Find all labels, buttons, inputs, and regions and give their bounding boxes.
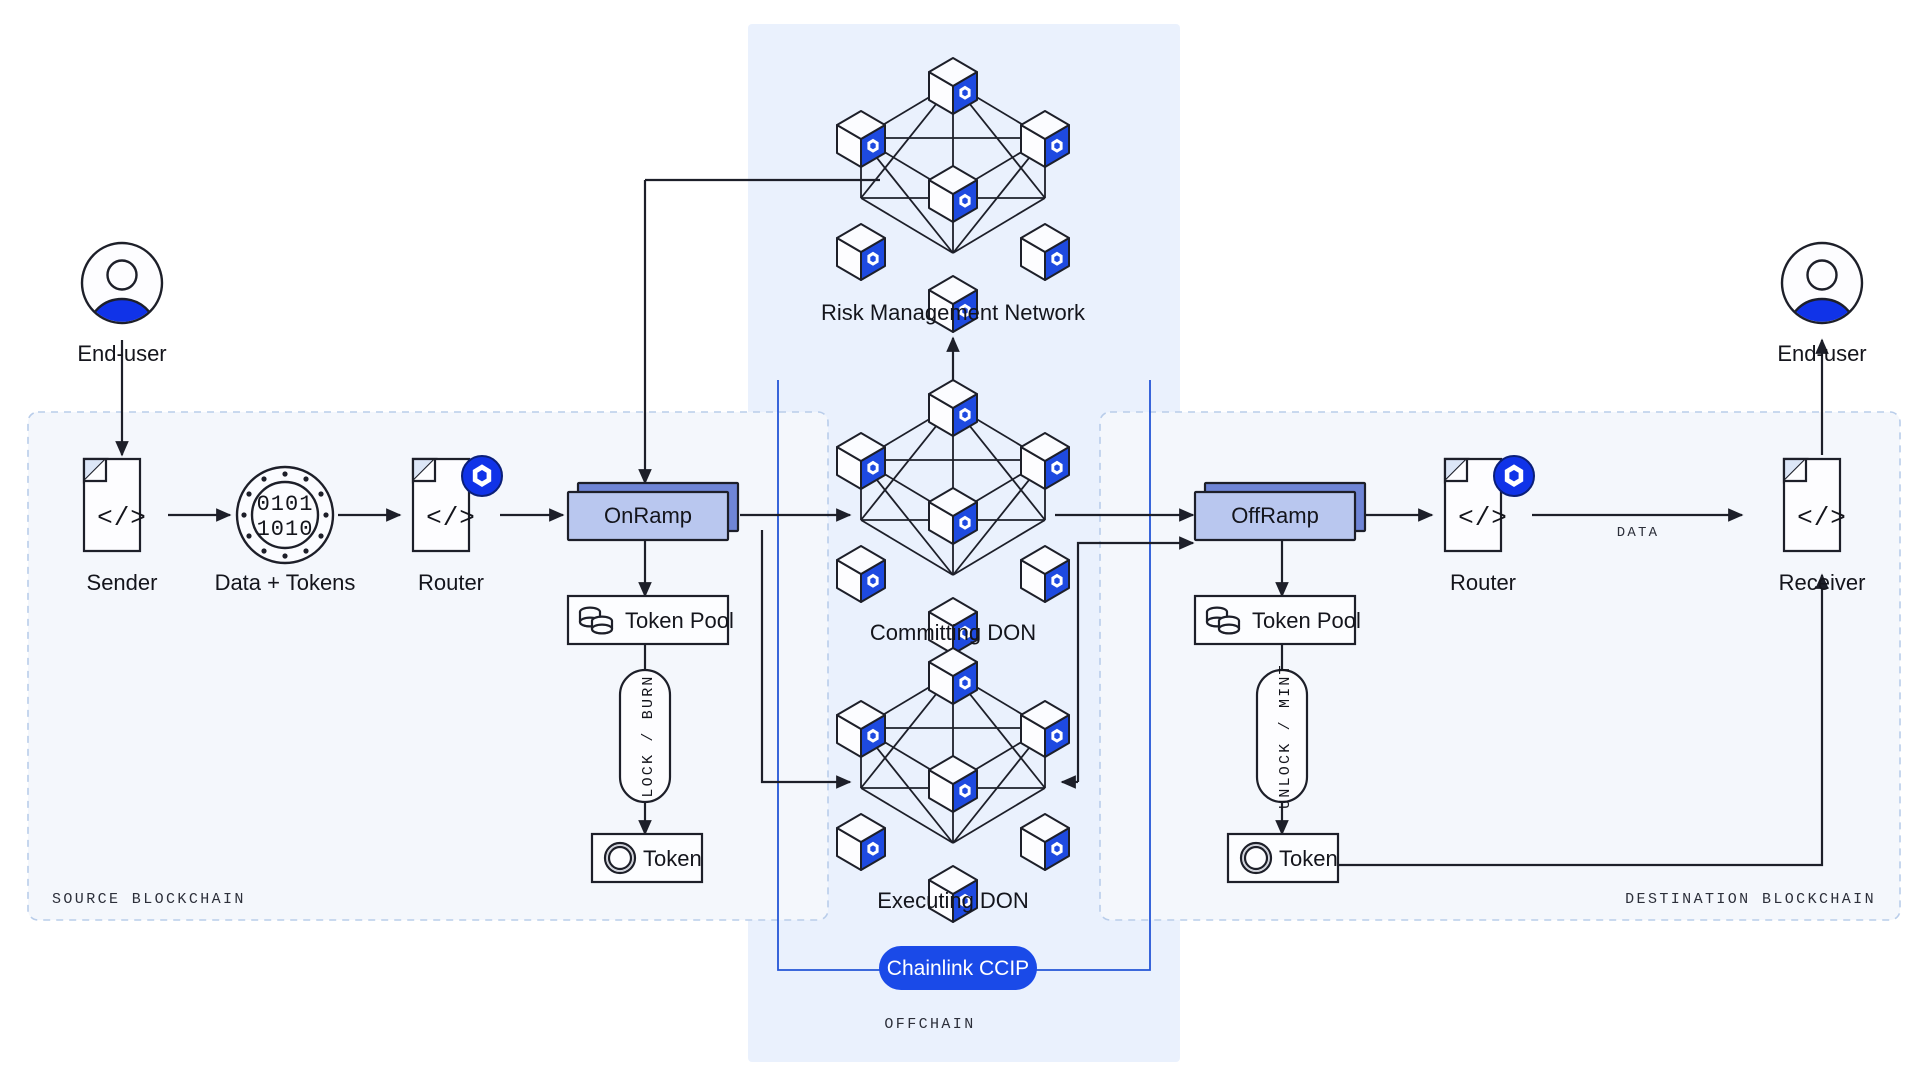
- data-tokens-node: 0101 1010 Data + Tokens: [215, 465, 356, 595]
- destination-blockchain-label: DESTINATION BLOCKCHAIN: [1625, 891, 1876, 908]
- lock-burn-pipe: LOCK / BURN: [618, 668, 672, 804]
- lock-burn-label: LOCK / BURN: [640, 674, 657, 797]
- router-right-glyph: </>: [1458, 503, 1508, 533]
- router-right-label: Router: [1450, 570, 1516, 595]
- offchain-zone: OFFCHAIN: [748, 24, 1180, 1062]
- data-tokens-binary-line1: 0101: [257, 492, 314, 517]
- end-user-left-label: End-user: [77, 341, 166, 366]
- token-right-label: Token: [1279, 846, 1338, 871]
- chainlink-ccip-label: Chainlink CCIP: [887, 957, 1029, 980]
- connector-wires: [115, 178, 1829, 867]
- user-avatar-icon: [82, 243, 162, 329]
- end-user-right: End-user: [1777, 243, 1867, 366]
- offramp-node[interactable]: OffRamp: [1193, 481, 1367, 542]
- code-document-icon: [82, 457, 142, 553]
- token-right-node: Token: [1226, 832, 1340, 884]
- onramp-label: OnRamp: [604, 503, 692, 528]
- receiver-glyph: </>: [1797, 503, 1847, 533]
- end-user-left: End-user: [77, 243, 167, 366]
- end-user-right-label: End-user: [1777, 341, 1866, 366]
- committing-don-node: Committing DON: [837, 380, 1069, 654]
- offramp-label: OffRamp: [1231, 503, 1319, 528]
- code-document-icon: [411, 457, 471, 553]
- token-ring-icon: [603, 841, 637, 875]
- chainlink-hex-icon: [461, 455, 503, 497]
- router-left-label: Router: [418, 570, 484, 595]
- receiver-node: </> Receiver: [1779, 457, 1866, 595]
- wire-executing-offramp: [1076, 536, 1195, 782]
- code-document-icon: [1443, 457, 1503, 553]
- chainlink-ccip-pill[interactable]: Chainlink CCIP: [879, 946, 1037, 990]
- data-tokens-label: Data + Tokens: [215, 570, 356, 595]
- sender-label: Sender: [87, 570, 158, 595]
- token-left-label: Token: [643, 846, 702, 871]
- token-pool-left-node: Token Pool: [566, 594, 734, 646]
- risk-management-network-label: Risk Management Network: [821, 300, 1086, 325]
- unlock-mint-label: UNLOCK / MINT: [1277, 663, 1294, 809]
- receiver-label: Receiver: [1779, 570, 1866, 595]
- unlock-mint-pipe: UNLOCK / MINT: [1255, 663, 1309, 809]
- executing-don-node: Executing DON: [837, 648, 1069, 922]
- sender-node: </> Sender: [82, 457, 158, 595]
- token-pool-right-label: Token Pool: [1252, 608, 1361, 633]
- data-tokens-binary-line2: 1010: [257, 517, 314, 542]
- router-right-node: </> Router: [1443, 455, 1535, 595]
- wire-onramp-executing: [760, 530, 852, 789]
- token-pool-right-node: Token Pool: [1193, 594, 1361, 646]
- risk-management-network-node: Risk Management Network: [821, 58, 1086, 332]
- offchain-zone-label: OFFCHAIN: [884, 1016, 975, 1033]
- data-edge-label: DATA: [1617, 525, 1659, 541]
- source-blockchain-label: SOURCE BLOCKCHAIN: [52, 891, 246, 908]
- router-left-glyph: </>: [426, 503, 476, 533]
- wire-token-receiver: [1338, 573, 1829, 867]
- coin-icon: [235, 465, 335, 565]
- onramp-node[interactable]: OnRamp: [566, 481, 740, 542]
- chainlink-hex-icon: [1493, 455, 1535, 497]
- token-pool-left-label: Token Pool: [625, 608, 734, 633]
- token-left-node: Token: [590, 832, 704, 884]
- code-document-icon: [1782, 457, 1842, 553]
- executing-don-label: Executing DON: [877, 888, 1029, 913]
- user-avatar-icon: [1782, 243, 1862, 329]
- token-ring-icon: [1239, 841, 1273, 875]
- router-left-node: </> Router: [411, 455, 503, 595]
- committing-don-label: Committing DON: [870, 620, 1036, 645]
- sender-glyph: </>: [97, 503, 147, 533]
